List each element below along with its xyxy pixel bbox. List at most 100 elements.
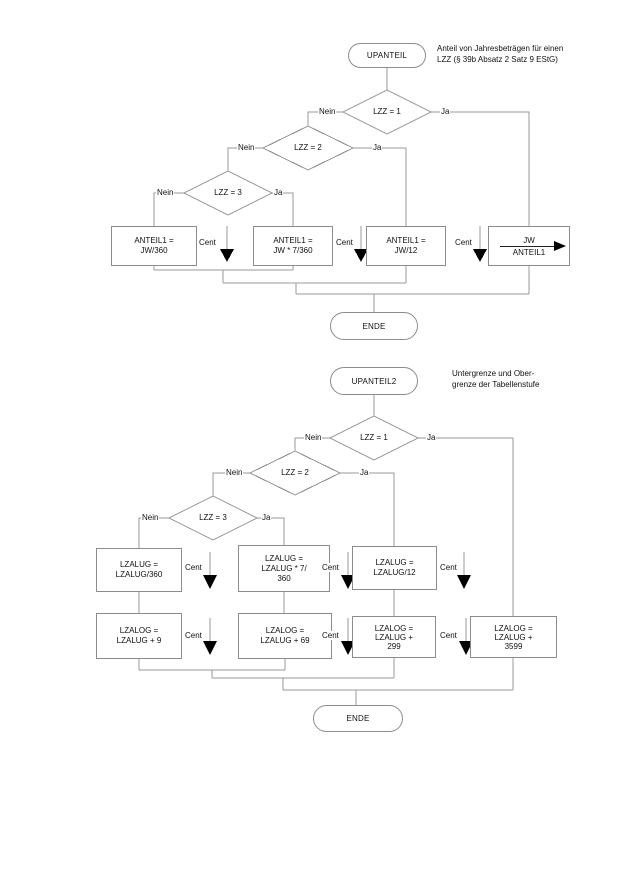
box-text: LZALOG = [265, 626, 305, 635]
cent-arrow-icon [203, 618, 217, 655]
connector-c2-merge-2 [212, 658, 395, 690]
decision-diamond-lzz3 [182, 170, 274, 216]
process-box-lzalog-3599: LZALOG = LZALUG + 3599 [470, 616, 557, 658]
fraction-denominator: ANTEIL1 [512, 247, 546, 257]
connector-c2-d2-ja [340, 472, 395, 546]
branch-label-ja: Ja [372, 143, 383, 152]
branch-label-nein: Nein [141, 513, 160, 522]
box-text: LZALUG + [374, 632, 413, 642]
start-terminal-upanteil2: UPANTEIL2 [330, 367, 418, 395]
annotation-chart1: Anteil von Jahresbeträgen für einen LZZ … [437, 44, 612, 65]
branch-label-nein: Nein [156, 188, 175, 197]
box-text: 299 [387, 641, 401, 651]
process-box-anteil1-jw360: ANTEIL1 = JW/360 [111, 226, 197, 266]
branch-label-nein: Nein [318, 107, 337, 116]
cent-arrow-icon [354, 226, 368, 262]
cent-label: Cent [321, 563, 340, 572]
branch-label-ja: Ja [426, 433, 437, 442]
box-text: LZALUG = [375, 558, 414, 567]
connector-c2-merge-3 [283, 658, 514, 705]
decision-diamond-lzz3 [167, 495, 259, 541]
connector-d3-nein [153, 192, 184, 226]
box-text: ANTEIL1 = [386, 236, 426, 245]
box-text: LZALUG * 7/ [261, 563, 307, 573]
cent-label: Cent [321, 631, 340, 640]
branch-label-nein: Nein [304, 433, 323, 442]
cent-arrow-icon [341, 618, 355, 655]
cent-arrow-icon [473, 226, 487, 262]
connector-merge-3 [296, 266, 530, 312]
connector-row1-row2 [138, 590, 395, 616]
box-text: LZALOG = [494, 623, 533, 633]
cent-label: Cent [439, 563, 458, 572]
cent-label: Cent [184, 631, 203, 640]
cent-arrow-icon [341, 552, 355, 589]
branch-label-nein: Nein [237, 143, 256, 152]
box-text: JW/12 [394, 246, 418, 255]
decision-label-lzz2: LZZ = 2 [281, 468, 309, 477]
decision-label-lzz3: LZZ = 3 [214, 188, 242, 197]
annotation-line: grenze der Tabellenstufe [452, 379, 540, 389]
start-terminal-upanteil: UPANTEIL [348, 43, 426, 68]
connector-d1-ja [431, 111, 530, 226]
cent-arrow-icon [457, 552, 471, 589]
decision-diamond-lzz1 [328, 415, 420, 461]
process-box-lzalog-299: LZALOG = LZALUG + 299 [352, 616, 436, 658]
branch-label-nein: Nein [225, 468, 244, 477]
process-box-lzalog-9: LZALOG = LZALUG + 9 [96, 613, 182, 659]
decision-diamond-lzz2 [248, 450, 342, 496]
annotation-chart2: Untergrenze und Ober- grenze der Tabelle… [452, 369, 572, 390]
box-text: 3599 [504, 641, 523, 651]
process-box-anteil1-jw12: ANTEIL1 = JW/12 [366, 226, 446, 266]
box-text: LZALUG/360 [115, 570, 163, 579]
fraction-numerator: JW [523, 235, 535, 245]
process-box-lzalug-12: LZALUG = LZALUG/12 [352, 546, 437, 590]
box-text: LZALUG + 69 [260, 636, 310, 645]
process-box-lzalug-7-360: LZALUG = LZALUG * 7/ 360 [238, 545, 330, 592]
box-text: 360 [277, 573, 291, 583]
box-text: LZALUG/12 [373, 568, 416, 577]
connector-c2-d3-ja [257, 517, 285, 545]
box-text: JW * 7/360 [273, 246, 313, 255]
fraction: JW ANTEIL1 [500, 235, 566, 257]
box-text: LZALUG + [494, 632, 533, 642]
cent-arrow-icon [459, 618, 473, 655]
fraction-bar [500, 240, 566, 251]
branch-label-ja: Ja [359, 468, 370, 477]
cent-label: Cent [184, 563, 203, 572]
box-text: ANTEIL1 = [134, 236, 174, 245]
result-box-jw-anteil1: JW ANTEIL1 [488, 226, 570, 266]
decision-label-lzz3: LZZ = 3 [199, 513, 227, 522]
box-text: JW/360 [140, 246, 168, 255]
connector-merge-2 [223, 266, 407, 294]
cent-label: Cent [335, 238, 354, 247]
result-arrow-icon [554, 240, 566, 251]
connector-c2-d3-nein [138, 517, 169, 548]
decision-label-lzz2: LZZ = 2 [294, 143, 322, 152]
box-text: LZALOG = [374, 623, 414, 633]
connector-merge-1 [153, 266, 294, 283]
box-text: LZALUG = [264, 553, 303, 563]
annotation-line: Anteil von Jahresbeträgen für einen [437, 44, 564, 53]
box-text: LZALUG + 9 [116, 636, 162, 645]
decision-label-lzz1: LZZ = 1 [373, 107, 401, 116]
decision-diamond-lzz2 [261, 125, 355, 171]
connector-c2-merge-1 [138, 659, 286, 678]
cent-label: Cent [439, 631, 458, 640]
connector-c2-d1-ja [418, 437, 514, 616]
decision-label-lzz1: LZZ = 1 [360, 433, 388, 442]
box-text: LZALUG = [119, 560, 158, 569]
annotation-line: LZZ (§ 39b Absatz 2 Satz 9 EStG) [437, 54, 558, 64]
decision-diamond-lzz1 [341, 89, 433, 135]
end-terminal: ENDE [330, 312, 418, 340]
cent-arrow-icon [203, 552, 217, 589]
process-box-lzalug-360: LZALUG = LZALUG/360 [96, 548, 182, 592]
cent-label: Cent [454, 238, 473, 247]
process-box-anteil1-jw7-360: ANTEIL1 = JW * 7/360 [253, 226, 333, 266]
branch-label-ja: Ja [440, 107, 451, 116]
cent-label: Cent [198, 238, 217, 247]
branch-label-ja: Ja [273, 188, 284, 197]
end-terminal: ENDE [313, 705, 403, 732]
